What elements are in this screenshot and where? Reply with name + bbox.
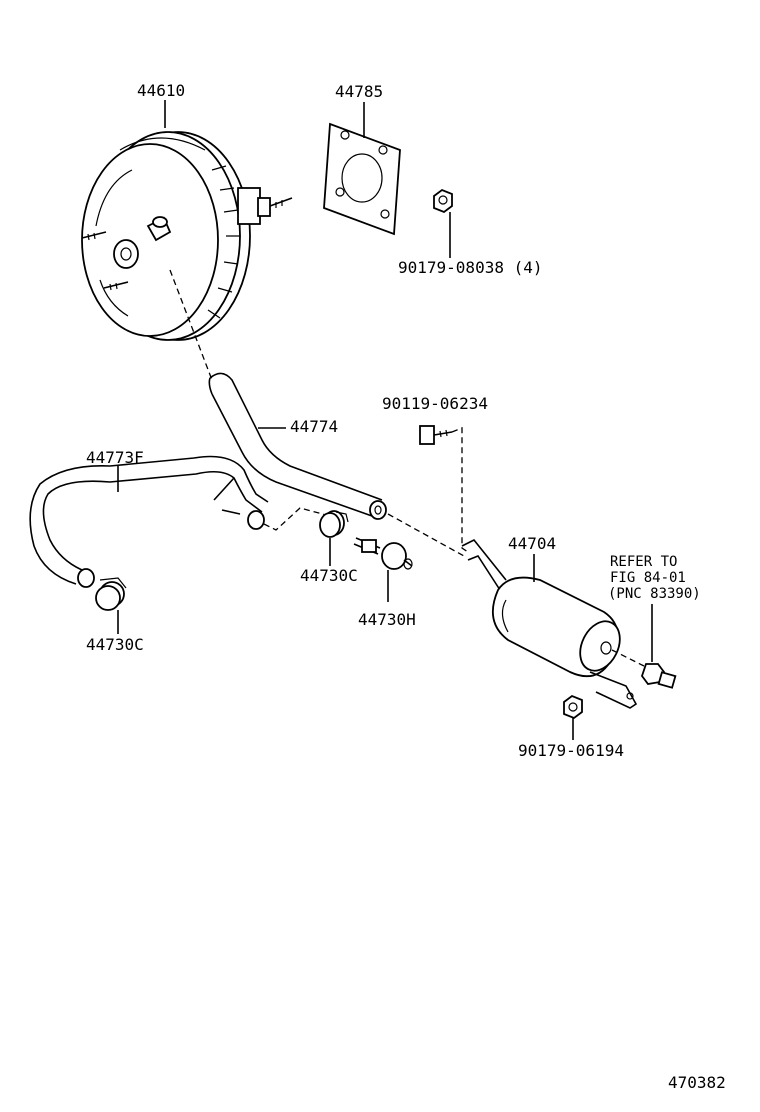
hose-tank-dash-line xyxy=(387,513,465,557)
label-refer-line-3: (PNC 83390) xyxy=(608,586,701,602)
bolt-dash-line xyxy=(451,427,469,553)
booster-stud-top xyxy=(81,231,107,241)
hose-connection-dash-line xyxy=(263,507,331,531)
label-check-valve: 44730H xyxy=(358,610,416,629)
hose-clamp-left-part xyxy=(95,577,127,611)
label-booster: 44610 xyxy=(137,81,185,100)
tank-nut-part xyxy=(563,694,583,720)
label-hose-lower: 44773F xyxy=(86,448,144,467)
hose-clamp-middle-part xyxy=(319,510,349,538)
label-refer-line-1: REFER TO xyxy=(610,554,677,570)
brake-booster-part xyxy=(81,131,293,341)
vacuum-tank-part xyxy=(461,538,638,709)
label-tank: 44704 xyxy=(508,534,556,553)
label-refer-line-2: FIG 84-01 xyxy=(610,570,686,586)
label-hose-upper: 44774 xyxy=(290,417,338,436)
vacuum-switch-part xyxy=(611,649,677,689)
label-gasket: 44785 xyxy=(335,82,383,101)
figure-number: 470382 xyxy=(668,1073,726,1092)
label-tank-nut: 90179-06194 xyxy=(518,741,624,760)
gasket-part xyxy=(323,122,401,236)
label-bolt: 90119-06234 xyxy=(382,394,488,413)
vacuum-hose-lower-part xyxy=(29,455,269,588)
booster-stud-bottom xyxy=(103,281,129,291)
check-valve-part xyxy=(353,537,413,570)
label-clamp-left: 44730C xyxy=(86,635,144,654)
label-booster-nut: 90179-08038 (4) xyxy=(398,258,543,277)
vacuum-hose-upper-part xyxy=(208,372,387,520)
label-clamp-middle: 44730C xyxy=(300,566,358,585)
booster-nut-part xyxy=(433,188,453,214)
bolt-part xyxy=(419,425,453,445)
